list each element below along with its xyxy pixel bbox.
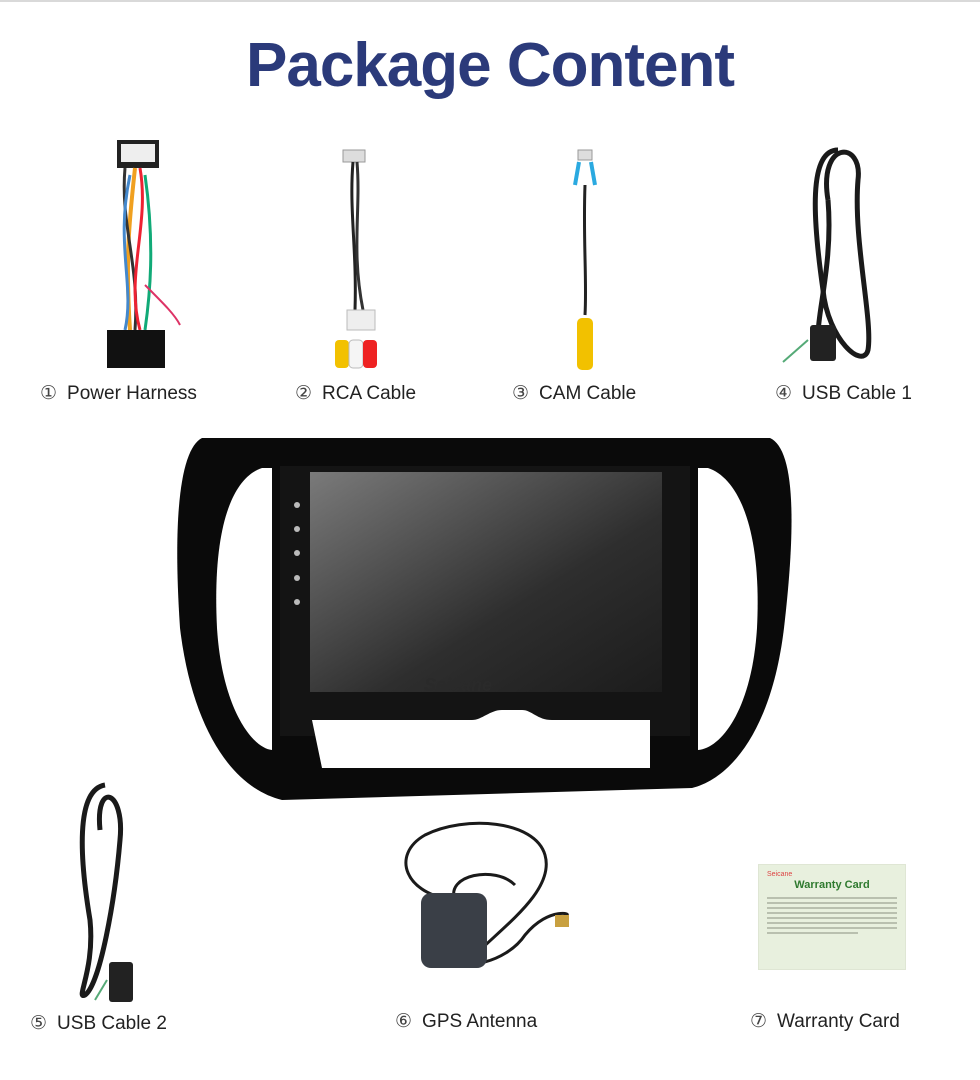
rca-cable-image — [335, 149, 377, 369]
caption-cam-cable: ③ CAM Cable — [512, 382, 636, 405]
caption-label: USB Cable 2 — [57, 1013, 167, 1034]
caption-number: ④ — [775, 383, 793, 404]
radio-brand-logo: Seicane — [424, 675, 493, 695]
caption-usb-cable-2: ⑤ USB Cable 2 — [30, 1012, 167, 1035]
caption-label: Power Harness — [67, 383, 197, 404]
caption-label: GPS Antenna — [422, 1011, 538, 1032]
caption-power-harness: ① Power Harness — [40, 382, 197, 405]
caption-label: CAM Cable — [539, 383, 637, 404]
caption-number: ⑤ — [30, 1013, 48, 1034]
caption-label: RCA Cable — [322, 383, 417, 404]
caption-usb-cable-1: ④ USB Cable 1 — [775, 382, 912, 405]
caption-label: USB Cable 1 — [802, 383, 912, 404]
usb-cable-1-image — [782, 147, 872, 363]
caption-warranty-card: ⑦ Warranty Card — [750, 1010, 900, 1033]
usb-cable-2-image — [79, 782, 133, 1002]
caption-label: Warranty Card — [777, 1011, 900, 1032]
warranty-card-title: Warranty Card — [794, 879, 870, 891]
caption-number: ⑦ — [750, 1011, 768, 1032]
page-title: Package Content — [245, 31, 735, 100]
warranty-card-image: Seicane Warranty Card — [758, 864, 906, 970]
warranty-card-brand: Seicane — [767, 871, 793, 878]
caption-number: ① — [40, 383, 58, 404]
gps-antenna-image — [404, 821, 569, 968]
caption-number: ③ — [512, 383, 530, 404]
power-harness-image — [107, 140, 181, 368]
caption-gps-antenna: ⑥ GPS Antenna — [395, 1010, 537, 1033]
warranty-card-text — [767, 897, 897, 934]
cam-cable-image — [573, 149, 597, 370]
head-unit-image — [177, 438, 792, 800]
caption-number: ⑥ — [395, 1011, 413, 1032]
caption-number: ② — [295, 383, 313, 404]
top-divider — [0, 0, 980, 2]
caption-rca-cable: ② RCA Cable — [295, 382, 416, 405]
